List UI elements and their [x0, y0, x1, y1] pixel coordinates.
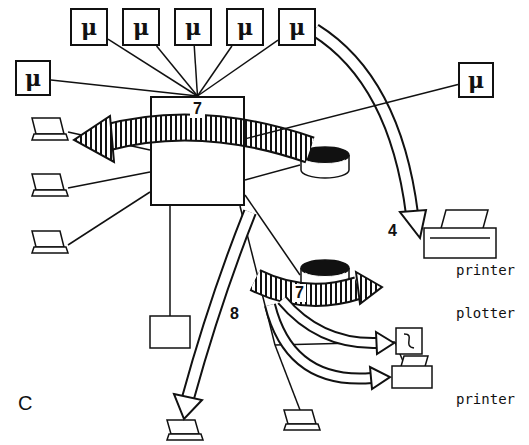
microprocessor-box: μ	[458, 62, 494, 98]
callout-number: 8	[228, 305, 241, 323]
callout-number: C	[18, 392, 32, 414]
micro-symbol: μ	[237, 16, 253, 38]
microprocessor-box: μ	[122, 8, 160, 46]
network-wires	[68, 132, 405, 410]
microprocessor-box: μ	[226, 8, 264, 46]
data-flow-band	[74, 116, 310, 162]
network-line	[198, 40, 279, 96]
plotter-icon	[396, 328, 422, 354]
device-label: printer	[456, 263, 515, 278]
network-line	[198, 46, 232, 96]
callout-number: 4	[386, 222, 399, 240]
micro-symbol: μ	[185, 16, 201, 38]
data-flow-band	[255, 272, 382, 304]
microprocessor-box: μ	[278, 8, 316, 46]
flow-arrow	[270, 300, 394, 389]
device-label: plotter	[456, 306, 515, 321]
network-line	[51, 80, 198, 96]
terminal-box	[150, 316, 190, 348]
network-line	[194, 46, 197, 96]
callout-number: 7	[190, 100, 205, 118]
micro-symbol: μ	[468, 69, 484, 91]
micro-symbol: μ	[289, 16, 305, 38]
printer-icon	[424, 210, 496, 258]
microprocessor-box: μ	[15, 60, 51, 96]
host-computer-box: 7	[150, 96, 245, 206]
microprocessor-box: μ	[70, 8, 108, 46]
micro-symbol: μ	[133, 16, 149, 38]
network-line	[157, 46, 198, 96]
network-line	[245, 85, 458, 139]
device-label: printer	[456, 392, 515, 407]
flow-arrow	[174, 212, 250, 419]
callout-number: 7	[293, 284, 306, 302]
microprocessor-box: μ	[174, 8, 212, 46]
flow-arrow	[315, 30, 426, 238]
micro-symbol: μ	[25, 67, 41, 89]
printer-icon	[392, 356, 432, 388]
micro-symbol: μ	[81, 16, 97, 38]
